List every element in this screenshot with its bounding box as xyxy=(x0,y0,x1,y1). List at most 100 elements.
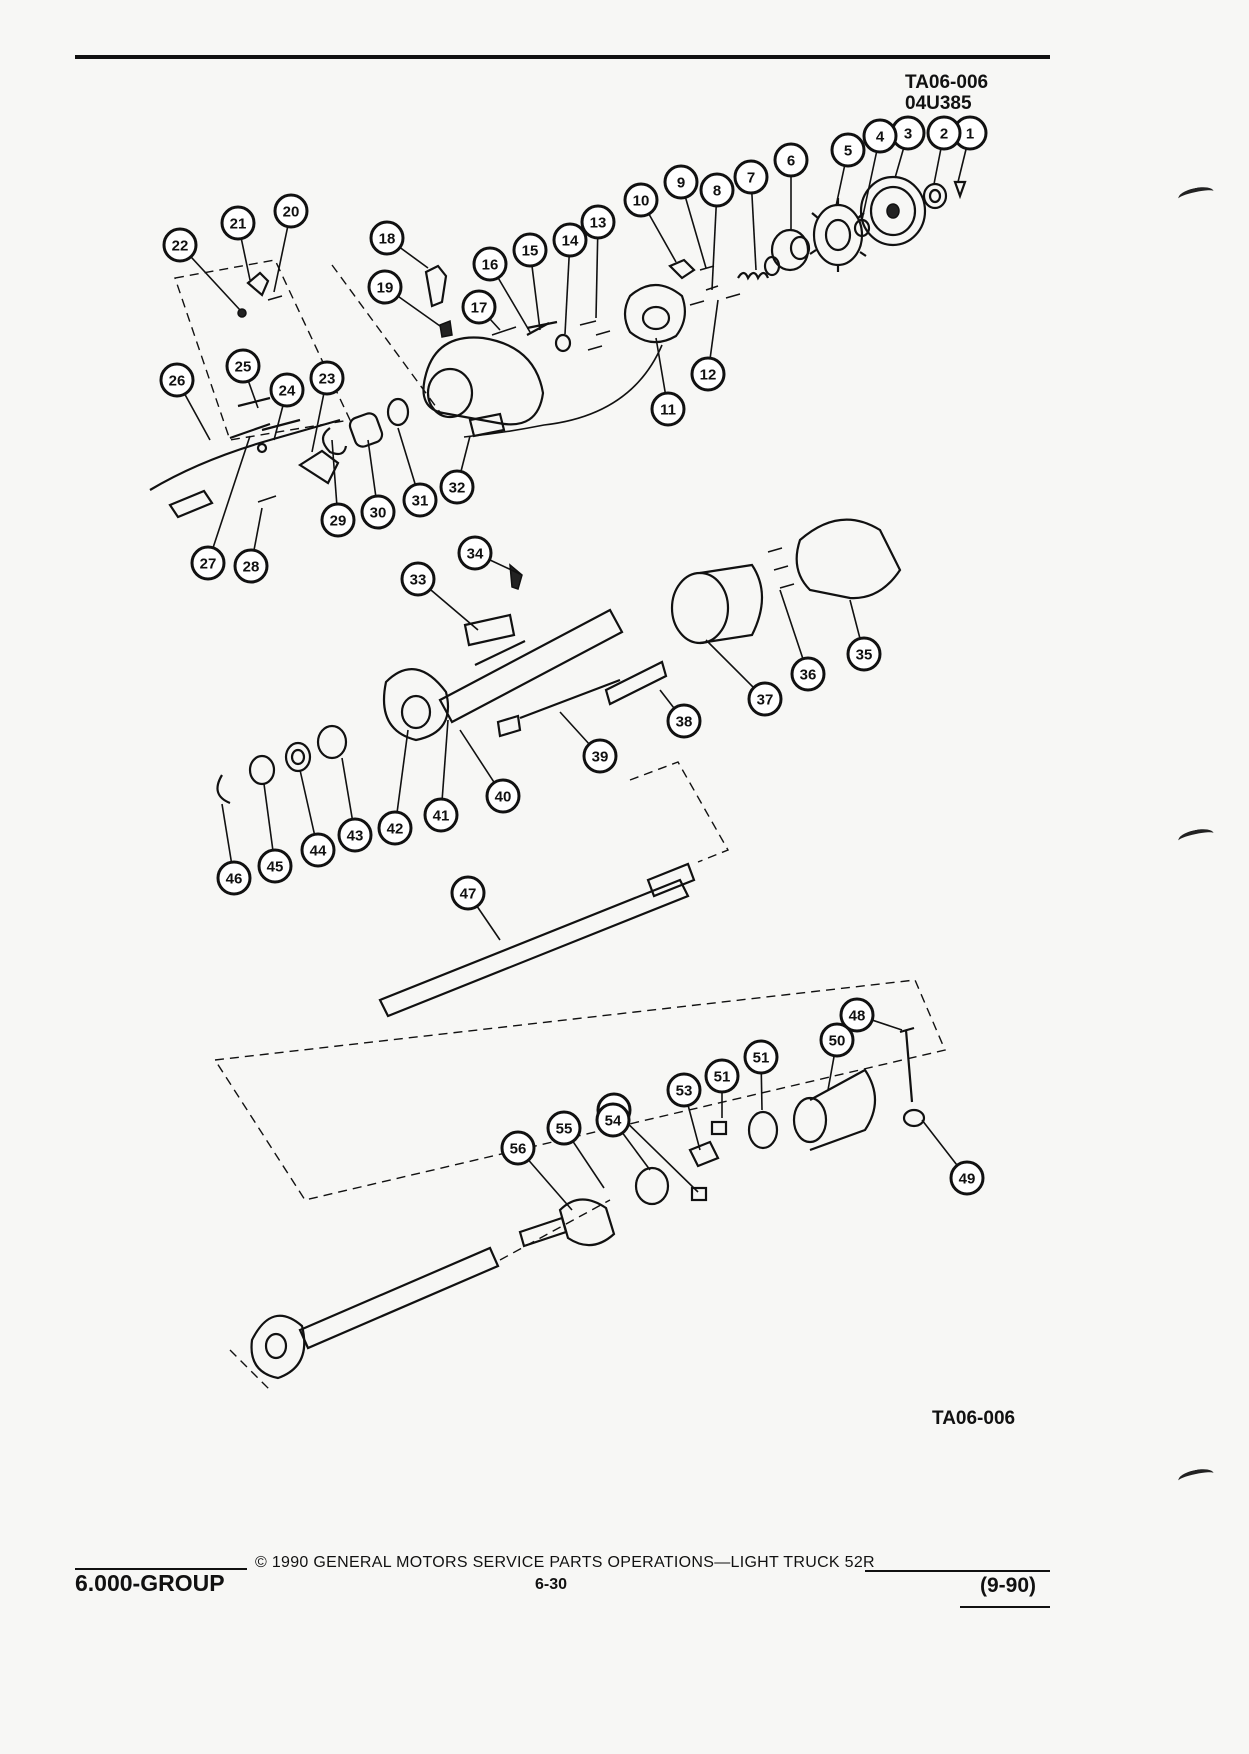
figure-ref-bottom: TA06-006 xyxy=(932,1408,1016,1429)
callout-5: 5 xyxy=(830,132,866,168)
callout-number: 48 xyxy=(849,1008,866,1025)
footer-rule-right xyxy=(865,1570,1050,1572)
figure-ref-date: 04U385 xyxy=(905,93,972,114)
callout-36: 36 xyxy=(790,656,826,692)
callout-18: 18 xyxy=(369,220,405,256)
footer-group: 6.000-GROUP xyxy=(75,1570,225,1596)
middle-parts xyxy=(216,518,902,863)
callout-41: 41 xyxy=(423,797,459,833)
callout-number: 25 xyxy=(235,359,252,376)
callout-circle xyxy=(461,289,497,325)
callout-51: 51 xyxy=(704,1058,740,1094)
callout-number: 40 xyxy=(495,789,512,806)
callout-38: 38 xyxy=(666,703,702,739)
footer-copyright: © 1990 GENERAL MOTORS SERVICE PARTS OPER… xyxy=(255,1554,875,1571)
callout-15: 15 xyxy=(512,232,548,268)
callout-circle xyxy=(790,656,826,692)
callout-19: 19 xyxy=(367,269,403,305)
callout-circle xyxy=(580,204,616,240)
callout-circle xyxy=(400,561,436,597)
callout-number: 1 xyxy=(966,126,974,143)
callout-32: 32 xyxy=(439,469,475,505)
callout-number: 11 xyxy=(660,402,676,419)
callout-circle xyxy=(273,193,309,229)
callout-circle xyxy=(582,738,618,774)
callout-number: 51 xyxy=(714,1069,731,1086)
callout-circle xyxy=(360,494,396,530)
callout-10: 10 xyxy=(623,182,659,218)
callout-circle xyxy=(320,502,356,538)
callout-number: 42 xyxy=(387,821,404,838)
callout-circle xyxy=(733,159,769,195)
callout-number: 41 xyxy=(433,808,450,825)
callout-circle xyxy=(666,703,702,739)
callout-circle xyxy=(747,681,783,717)
callout-45: 45 xyxy=(257,848,293,884)
callout-circle xyxy=(949,1160,985,1196)
callout-21: 21 xyxy=(220,205,256,241)
callout-20: 20 xyxy=(273,193,309,229)
callout-39: 39 xyxy=(582,738,618,774)
callout-number: 46 xyxy=(226,871,243,888)
callout-number: 18 xyxy=(379,231,396,248)
callout-circle xyxy=(690,356,726,392)
callout-number: 36 xyxy=(800,667,817,684)
callout-number: 22 xyxy=(172,238,189,255)
callout-number: 12 xyxy=(700,367,717,384)
callout-circle xyxy=(423,797,459,833)
callout-number: 23 xyxy=(319,371,336,388)
callout-circle xyxy=(159,362,195,398)
callout-circle xyxy=(862,118,898,154)
callout-number: 56 xyxy=(510,1141,527,1158)
callout-9: 9 xyxy=(663,164,699,200)
callout-circle xyxy=(773,142,809,178)
callout-number: 49 xyxy=(959,1171,976,1188)
figure-ref-code: TA06-006 xyxy=(905,72,989,93)
callout-number: 45 xyxy=(267,859,284,876)
callout-number: 37 xyxy=(757,692,774,709)
callout-44: 44 xyxy=(300,832,336,868)
callout-number: 54 xyxy=(605,1113,622,1130)
footer-page-number: 6-30 xyxy=(535,1576,568,1593)
callout-circle xyxy=(337,817,373,853)
callout-circle xyxy=(450,875,486,911)
callout-number: 35 xyxy=(856,647,873,664)
callout-number: 28 xyxy=(243,559,260,576)
callout-23: 23 xyxy=(309,360,345,396)
callout-number: 34 xyxy=(467,546,484,563)
callout-number: 50 xyxy=(829,1033,846,1050)
callout-circle xyxy=(269,372,305,408)
callout-number: 29 xyxy=(330,513,347,530)
callout-54: 54 xyxy=(595,1102,631,1138)
callout-number: 17 xyxy=(471,300,488,317)
callout-42: 42 xyxy=(377,810,413,846)
callout-circle xyxy=(819,1022,855,1058)
callout-number: 14 xyxy=(562,233,579,250)
callout-circle xyxy=(500,1130,536,1166)
callout-33: 33 xyxy=(400,561,436,597)
callout-number: 9 xyxy=(677,175,685,192)
callout-circle xyxy=(666,1072,702,1108)
callout-number: 5 xyxy=(844,143,852,160)
callout-circle xyxy=(926,115,962,151)
callout-number: 10 xyxy=(633,193,650,210)
callout-16: 16 xyxy=(472,246,508,282)
callout-number: 30 xyxy=(370,505,387,522)
callout-circle xyxy=(402,482,438,518)
callout-number: 26 xyxy=(169,373,186,390)
footer-rule-left xyxy=(75,1568,247,1570)
callout-circle xyxy=(162,227,198,263)
callout-number: 39 xyxy=(592,749,609,766)
callout-31: 31 xyxy=(402,482,438,518)
callout-circle xyxy=(257,848,293,884)
callout-35: 35 xyxy=(846,636,882,672)
callout-53: 53 xyxy=(666,1072,702,1108)
callout-circle xyxy=(369,220,405,256)
figure-ref-top: TA06-006 04U385 xyxy=(905,72,988,114)
callout-circle xyxy=(377,810,413,846)
callout-number: 2 xyxy=(940,126,948,143)
callout-layer: 1234567891011121314151617181920212223242… xyxy=(159,115,988,1211)
callout-number: 44 xyxy=(310,843,327,860)
callout-48: 48 xyxy=(839,997,875,1033)
